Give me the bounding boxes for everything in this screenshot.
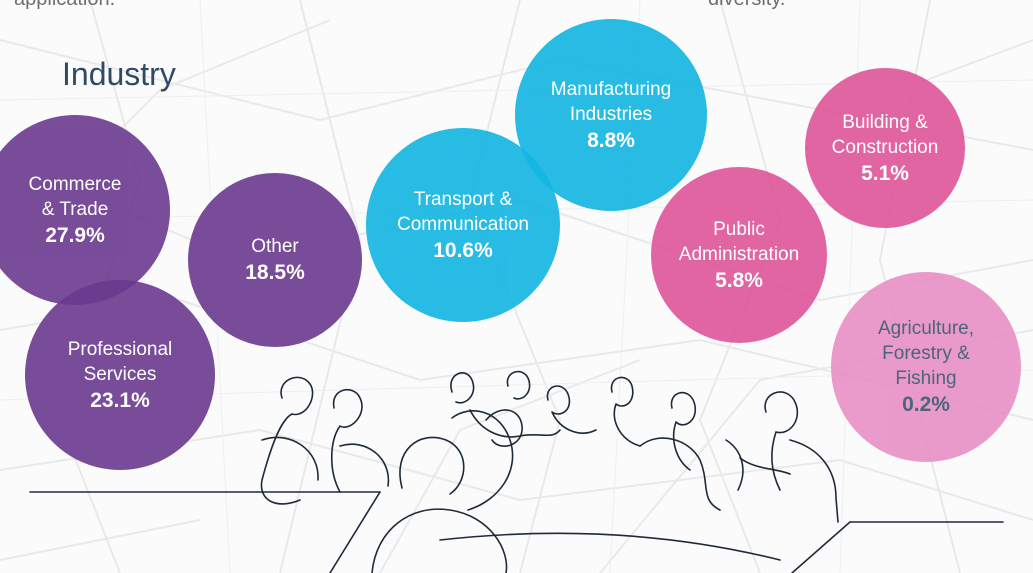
bubble-1: Commerce & Trade 27.9% <box>0 115 170 305</box>
section-heading: Industry <box>62 56 176 92</box>
bubble-value: 8.8% <box>587 128 635 152</box>
bubble-value: 27.9% <box>45 223 105 247</box>
bubble-value: 0.2% <box>902 393 950 416</box>
bubble-value: 5.1% <box>861 161 909 185</box>
bubble-3: Other 18.5% <box>188 173 362 347</box>
bubble-value: 10.6% <box>433 238 493 262</box>
bubble-5: Manufacturing Industries 8.8% <box>515 19 707 211</box>
intro-text-fragment-left: application. <box>14 0 115 11</box>
bubble-value: 18.5% <box>245 261 305 284</box>
bubble-value: 23.1% <box>90 388 150 412</box>
intro-text-fragment-right: diversity. <box>708 0 785 11</box>
bubble-value: 5.8% <box>715 268 763 292</box>
bubble-label: Commerce & Trade <box>28 173 122 220</box>
bubble-6: Public Administration 5.8% <box>651 167 827 343</box>
bubble-label: Transport & Communication <box>397 188 529 235</box>
bubble-7: Building & Construction 5.1% <box>805 68 965 228</box>
bubble-label: Public Administration <box>678 218 800 265</box>
bubble-2: Professional Services 23.1% <box>25 280 215 470</box>
bubble-label: Manufacturing Industries <box>550 78 672 125</box>
bubble-label: Other <box>251 236 299 257</box>
bubble-8: Agriculture, Forestry & Fishing 0.2% <box>831 272 1021 462</box>
bubble-label: Professional Services <box>67 338 173 385</box>
bubble-label: Building & Construction <box>831 111 939 158</box>
bubble-label: Agriculture, Forestry & Fishing <box>877 318 975 389</box>
